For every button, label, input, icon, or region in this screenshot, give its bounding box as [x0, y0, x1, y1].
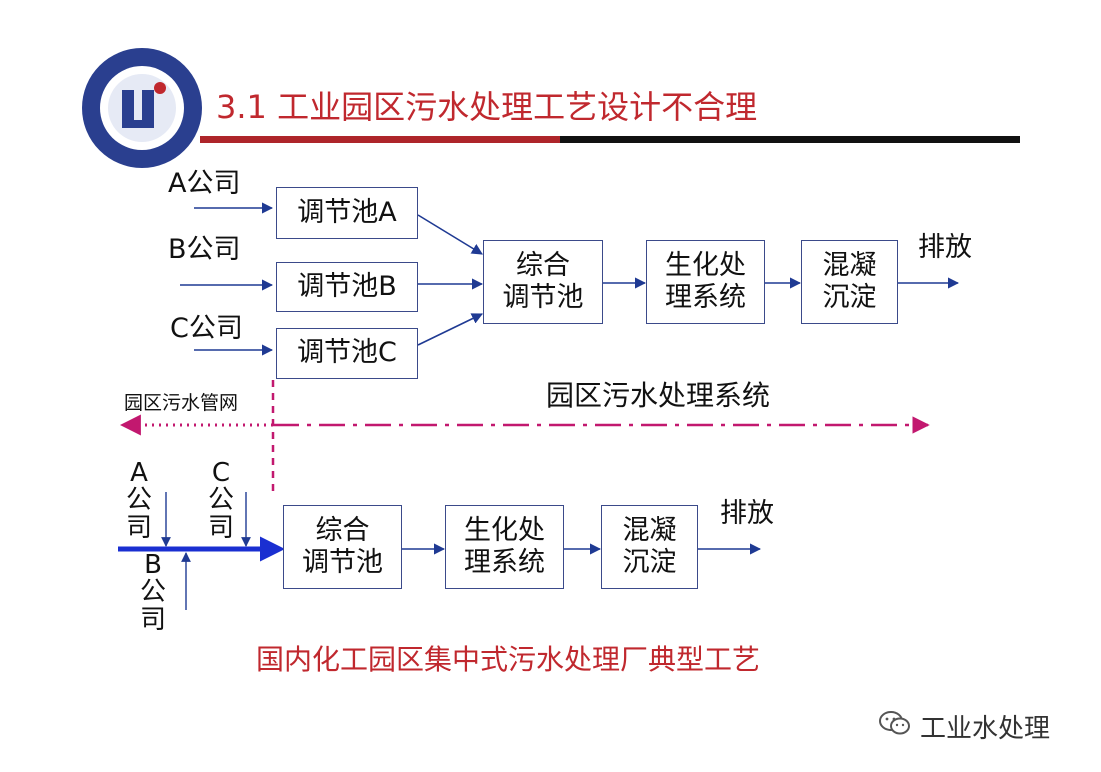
- bottom-source-c-label: C 公 司: [207, 458, 234, 543]
- arrow-tank-c-combined: [417, 313, 484, 346]
- tank-c-box: 调节池C: [276, 328, 418, 379]
- bottom-source-a-label: A 公 司: [125, 458, 152, 543]
- diagram-caption: 国内化工园区集中式污水处理厂典型工艺: [256, 643, 761, 676]
- network-label: 园区污水管网: [124, 392, 239, 414]
- bottom-discharge-label: 排放: [720, 498, 774, 529]
- source-a-label: A公司: [168, 168, 241, 199]
- bottom-combined-tank-box: 综合 调节池: [283, 505, 402, 589]
- tank-b-box: 调节池B: [276, 262, 418, 312]
- discharge-label: 排放: [918, 232, 972, 263]
- page-title: 3.1 工业园区污水处理工艺设计不合理: [216, 88, 758, 126]
- bottom-biochem-box: 生化处 理系统: [445, 505, 564, 589]
- arrow-tank-a-combined: [417, 214, 483, 255]
- source-b-label: B公司: [168, 234, 241, 265]
- header-divider: [200, 136, 1020, 143]
- system-label: 园区污水处理系统: [546, 379, 771, 412]
- coag-box: 混凝 沉淀: [801, 240, 898, 324]
- watermark-text: 工业水处理: [920, 714, 1051, 744]
- university-logo: [78, 44, 206, 172]
- watermark: 工业水处理: [878, 708, 1050, 745]
- wechat-icon: [878, 709, 912, 744]
- tank-a-box: 调节池A: [276, 187, 418, 239]
- biochem-box: 生化处 理系统: [646, 240, 765, 324]
- source-c-label: C公司: [170, 313, 243, 344]
- bottom-coag-box: 混凝 沉淀: [601, 505, 698, 589]
- bottom-source-b-label: B 公 司: [139, 550, 166, 635]
- combined-tank-box: 综合 调节池: [483, 240, 603, 324]
